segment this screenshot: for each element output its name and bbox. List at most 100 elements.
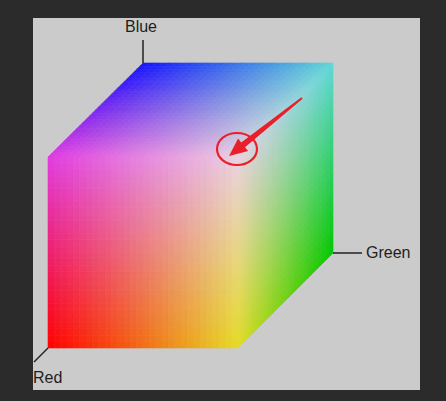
cube-cell xyxy=(143,157,149,163)
cube-cell xyxy=(194,214,200,220)
cube-cell xyxy=(86,157,92,163)
cube-cell xyxy=(213,176,219,182)
cube-cell xyxy=(137,253,143,259)
cube-cell xyxy=(48,189,54,195)
cube-cell xyxy=(105,240,111,246)
cube-cell xyxy=(67,170,73,176)
cube-cell xyxy=(187,170,193,176)
cube-cell xyxy=(175,202,181,208)
cube-cell xyxy=(80,157,86,163)
cube-cell xyxy=(232,208,238,214)
cube-cell xyxy=(67,227,73,233)
cube-cell xyxy=(232,227,238,233)
cube-cell xyxy=(232,259,238,265)
cube-cell xyxy=(162,297,168,303)
cube-cell xyxy=(73,303,79,309)
cube-cell xyxy=(86,182,92,188)
cube-cell xyxy=(61,189,67,195)
cube-cell xyxy=(54,163,60,169)
cube-cell xyxy=(73,316,79,322)
cube-cell xyxy=(67,202,73,208)
cube-cell xyxy=(61,342,67,348)
cube-cell xyxy=(200,303,206,309)
cube-cell xyxy=(130,265,136,271)
cube-cell xyxy=(124,163,130,169)
cube-cell xyxy=(200,214,206,220)
cube-cell xyxy=(194,323,200,329)
cube-cell xyxy=(219,253,225,259)
cube-cell xyxy=(92,272,98,278)
cube-cell xyxy=(143,291,149,297)
cube-cell xyxy=(124,310,130,316)
cube-cell xyxy=(213,157,219,163)
cube-cell xyxy=(168,272,174,278)
cube-cell xyxy=(156,291,162,297)
cube-cell xyxy=(213,310,219,316)
cube-cell xyxy=(86,272,92,278)
cube-cell xyxy=(73,214,79,220)
cube-cell xyxy=(124,265,130,271)
cube-cell xyxy=(206,303,212,309)
cube-cell xyxy=(232,189,238,195)
cube-cell xyxy=(92,265,98,271)
cube-cell xyxy=(168,253,174,259)
cube-cell xyxy=(111,291,117,297)
cube-cell xyxy=(219,291,225,297)
cube-cell xyxy=(219,221,225,227)
cube-cell xyxy=(86,278,92,284)
cube-cell xyxy=(48,195,54,201)
cube-cell xyxy=(213,163,219,169)
cube-cell xyxy=(137,329,143,335)
cube-cell xyxy=(99,176,105,182)
cube-cell xyxy=(181,182,187,188)
cube-cell xyxy=(187,246,193,252)
cube-cell xyxy=(156,227,162,233)
cube-cell xyxy=(168,189,174,195)
cube-cell xyxy=(48,284,54,290)
cube-cell xyxy=(130,310,136,316)
cube-cell xyxy=(200,202,206,208)
cube-cell xyxy=(156,316,162,322)
cube-cell xyxy=(162,323,168,329)
cube-cell xyxy=(67,316,73,322)
cube-cell xyxy=(48,335,54,341)
cube-cell xyxy=(80,310,86,316)
cube-cell xyxy=(187,176,193,182)
cube-cell xyxy=(86,227,92,233)
cube-cell xyxy=(54,227,60,233)
cube-cell xyxy=(175,323,181,329)
cube-cell xyxy=(156,176,162,182)
cube-cell xyxy=(175,176,181,182)
cube-cell xyxy=(143,284,149,290)
cube-cell xyxy=(206,246,212,252)
cube-cell xyxy=(181,310,187,316)
cube-cell xyxy=(206,176,212,182)
cube-cell xyxy=(137,297,143,303)
cube-cell xyxy=(118,214,124,220)
cube-cell xyxy=(73,182,79,188)
cube-cell xyxy=(200,157,206,163)
cube-cell xyxy=(86,189,92,195)
cube-cell xyxy=(187,297,193,303)
cube-cell xyxy=(137,182,143,188)
cube-cell xyxy=(206,240,212,246)
cube-cell xyxy=(187,163,193,169)
cube-cell xyxy=(149,323,155,329)
cube-cell xyxy=(200,291,206,297)
cube-cell xyxy=(219,284,225,290)
cube-cell xyxy=(73,163,79,169)
cube-cell xyxy=(111,246,117,252)
cube-cell xyxy=(181,240,187,246)
cube-cell xyxy=(137,303,143,309)
cube-cell xyxy=(105,176,111,182)
cube-cell xyxy=(92,342,98,348)
cube-cell xyxy=(200,342,206,348)
cube-cell xyxy=(162,316,168,322)
cube-cell xyxy=(200,246,206,252)
cube-cell xyxy=(111,259,117,265)
cube-cell xyxy=(219,182,225,188)
cube-cell xyxy=(48,157,54,163)
cube-cell xyxy=(67,233,73,239)
cube-cell xyxy=(86,176,92,182)
cube-cell xyxy=(219,259,225,265)
